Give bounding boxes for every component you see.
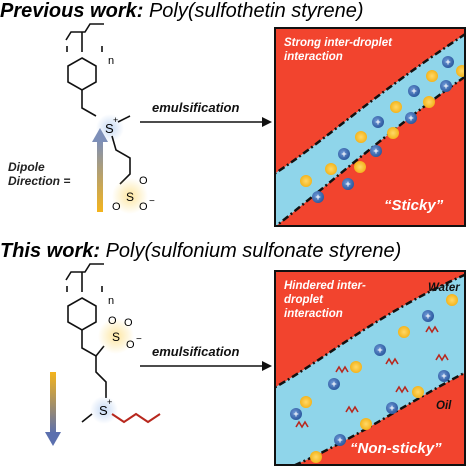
svg-text:+: + [425,311,430,321]
repeat-n-top: n [108,55,114,67]
sulfur-charge-bottom: + [107,397,112,407]
methyl-bond [81,413,93,423]
arrowhead-bottom [262,361,272,371]
cation-glow-bottom [90,396,118,424]
svg-text:+: + [443,81,448,91]
svg-text:+: + [411,86,416,96]
svg-text:+: + [445,57,450,67]
heading-this-title: Poly(sulfonium sulfonate styrene) [100,240,402,262]
svg-text:+: + [408,113,413,123]
sulfonate-o1-top: O [139,175,148,187]
butyl-chain [111,412,161,424]
sulfonate-s-top: S [126,190,134,204]
dipole-arrowhead-top [92,128,108,142]
heading-this-bold: This work: [0,240,101,262]
sulfonate-o3-bottom: O [108,315,117,327]
heading-this-work: This work: Poly(sulfonium sulfonate styr… [0,240,401,263]
butyl-tails [295,325,449,429]
sulfonate-o3-top: O [112,201,121,213]
sulfonate-s-bottom: S [112,330,120,344]
sulfothetin-monomer-structure [65,23,104,117]
svg-text:+: + [337,435,342,445]
heading-previous-title: Poly(sulfothetin styrene) [143,0,364,22]
arrowhead-top [262,117,272,127]
sticky-panel-caption-2: interaction [284,51,343,63]
chemical-structures: n S + S O O O − n S O O O − S + [45,23,272,446]
ion-charge-labels: + + + + + + + + + [315,57,450,202]
water-label: Water [428,282,460,294]
heading-previous-bold: Previous work: [0,0,144,22]
heading-previous-work: Previous work: Poly(sulfothetin styrene) [0,0,364,23]
non-sticky-emulsion-panel: + + + + + + + Hindered inter- droplet interac… [274,270,466,466]
sticky-emulsion-panel: + + + + + + + + + Strong inter-droplet interac… [274,27,466,227]
interfacial-ions [290,294,458,463]
oil-label: Oil [436,400,452,412]
repeat-n-bottom: n [108,295,114,307]
sticky-panel-caption-1: Strong inter-droplet [284,37,392,49]
water-film-band [276,273,464,464]
svg-text:+: + [441,371,446,381]
sulfothetin-chain [111,115,131,185]
sticky-droplet-graphic: + + + + + + + + + [276,33,464,225]
anion-glow-bottom [98,318,134,354]
sticky-quote: “Sticky” [384,197,444,214]
sulfur-charge-top: + [113,115,118,125]
sulfur-atom-bottom: S [99,403,108,418]
sulfonate-o1-bottom: O [124,317,133,329]
svg-text:+: + [293,409,298,419]
non-sticky-panel-caption-1: Hindered inter- [284,280,366,292]
non-sticky-panel-caption-2: droplet [284,294,323,306]
svg-text:+: + [345,179,350,189]
anion-glow-top [112,178,148,214]
dipole-arrow-top [97,140,103,212]
svg-text:+: + [389,403,394,413]
dipole-arrow-bottom [50,372,56,434]
sulfonate-o2-top: O [139,201,148,213]
dipole-label-2: Direction = [8,174,71,188]
sulfur-atom-top: S [105,121,114,136]
svg-text:+: + [375,117,380,127]
svg-text:+: + [373,146,378,156]
non-sticky-droplet-graphic: + + + + + + + [276,273,464,464]
emulsification-label-top: emulsification [152,100,240,115]
sulfonium-sulfonate-monomer-structure [65,263,107,398]
svg-text:+: + [341,149,346,159]
dipole-arrowhead-bottom [45,432,61,446]
svg-text:+: + [377,345,382,355]
sulfonate-o2-bottom: O [126,339,135,351]
water-film-band [276,33,464,225]
non-sticky-panel-caption-3: interaction [284,308,343,320]
dipole-label-1: Dipole [8,160,45,174]
svg-text:+: + [331,379,336,389]
emulsification-label-bottom: emulsification [152,344,240,359]
ion-charge-labels: + + + + + + + [293,311,446,445]
sulfonate-charge-top: − [149,196,155,207]
sulfonate-charge-bottom: − [136,334,142,345]
interfacial-ions [300,56,464,203]
svg-text:+: + [315,192,320,202]
non-sticky-quote: “Non-sticky” [350,440,442,457]
